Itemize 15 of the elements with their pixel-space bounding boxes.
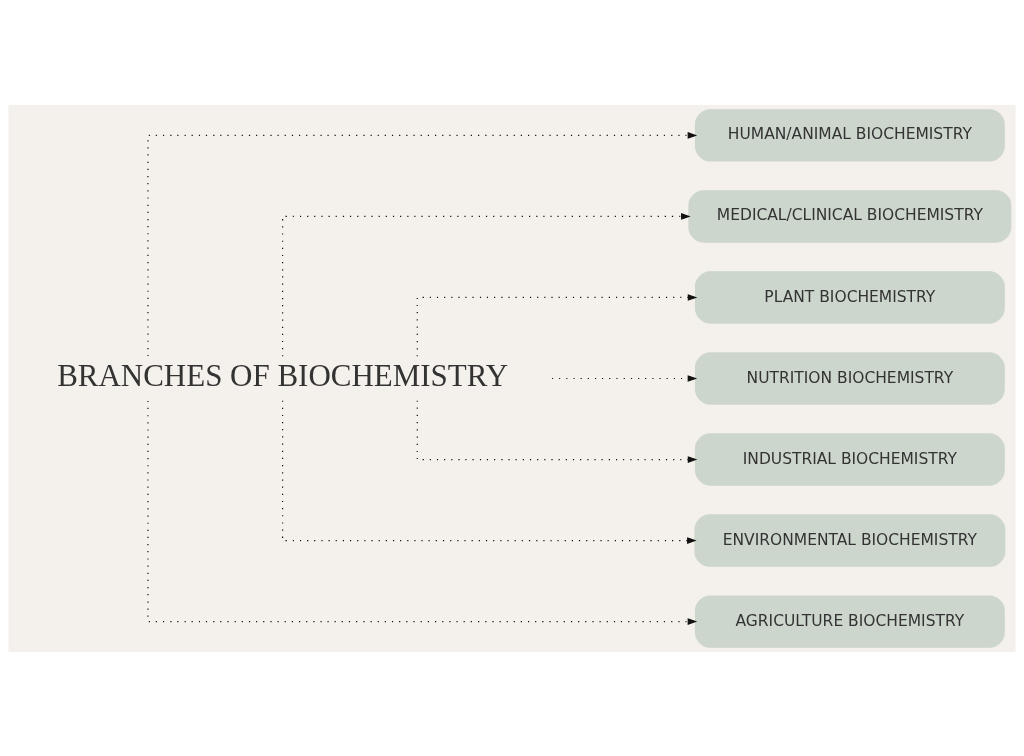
arrow (416, 293, 698, 357)
node-box: PLANT BIOCHEMISTRY (694, 270, 1005, 324)
arrow (416, 399, 698, 463)
arrow (147, 131, 698, 357)
arrow (282, 212, 691, 357)
arrow (282, 399, 697, 544)
node-box: AGRICULTURE BIOCHEMISTRY (694, 594, 1005, 648)
node-box: NUTRITION BIOCHEMISTRY (694, 351, 1005, 405)
node-box: INDUSTRIAL BIOCHEMISTRY (694, 432, 1005, 486)
arrow (147, 399, 698, 625)
node-box: MEDICAL/CLINICAL BIOCHEMISTRY (688, 189, 1012, 243)
node-box: HUMAN/ANIMAL BIOCHEMISTRY (694, 108, 1005, 162)
arrow (551, 374, 698, 382)
node-box: ENVIRONMENTAL BIOCHEMISTRY (694, 513, 1006, 567)
node-text: BRANCHES OF BIOCHEMISTRY (57, 357, 509, 393)
